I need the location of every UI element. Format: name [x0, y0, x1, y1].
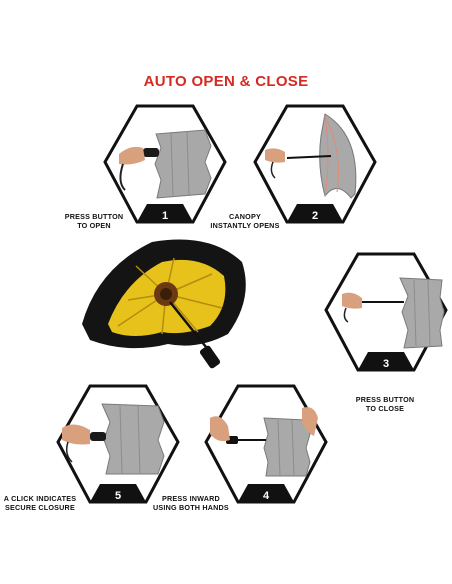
caption-line: CANOPY	[229, 212, 261, 221]
hand-icon	[119, 146, 145, 165]
step-badge-3: 3	[358, 352, 414, 370]
caption-line: PRESS BUTTON	[64, 212, 124, 221]
wrist-strap	[65, 441, 73, 463]
step-2-caption: CANOPY INSTANTLY OPENS	[200, 212, 290, 230]
caption-line: TO CLOSE	[365, 404, 405, 413]
step-1-caption: PRESS BUTTON TO OPEN	[54, 212, 134, 230]
step-4-caption: PRESS INWARD USING BOTH HANDS	[146, 494, 236, 512]
step-2-panel: 2	[253, 104, 377, 224]
step-1-panel: 1	[103, 104, 227, 224]
step-badge-1: 1	[137, 204, 193, 222]
caption-line: INSTANTLY OPENS	[210, 221, 280, 230]
folded-umbrella-icon	[90, 403, 165, 475]
step-badge-2: 2	[287, 204, 343, 222]
step-5-caption: A CLICK INDICATES SECURE CLOSURE	[0, 494, 80, 512]
wrist-strap	[270, 161, 276, 179]
folded-umbrella-icon	[356, 277, 445, 349]
step-badge-5: 5	[90, 484, 146, 502]
step-3-caption: PRESS BUTTON TO CLOSE	[340, 395, 430, 413]
folded-umbrella-icon	[143, 129, 212, 199]
caption-line: PRESS BUTTON	[355, 395, 415, 404]
open-daisy-umbrella	[82, 239, 246, 369]
wrist-strap	[343, 307, 349, 323]
page-title: AUTO OPEN & CLOSE	[143, 73, 309, 90]
hand-icon	[62, 424, 90, 445]
step-5-panel: 5	[56, 384, 180, 504]
caption-line: SECURE CLOSURE	[5, 503, 75, 512]
hand-icon	[265, 148, 285, 163]
step-number: 5	[115, 490, 121, 502]
step-number: 3	[383, 358, 389, 370]
hand-icon	[342, 292, 362, 309]
step-number: 2	[312, 210, 318, 222]
caption-line: PRESS INWARD	[162, 494, 220, 503]
daisy-umbrella-icon	[82, 239, 246, 369]
step-number: 4	[263, 490, 270, 502]
caption-line: TO OPEN	[77, 221, 111, 230]
step-number: 1	[162, 210, 168, 222]
step-3-panel: 3	[324, 252, 448, 372]
caption-line: USING BOTH HANDS	[153, 503, 229, 512]
umbrella-icon	[286, 113, 357, 199]
step-badge-4: 4	[238, 484, 294, 502]
hand-icon	[302, 407, 318, 436]
step-4-panel: 4	[204, 384, 328, 504]
caption-line: A CLICK INDICATES	[3, 494, 77, 503]
wrist-strap	[119, 163, 126, 191]
hand-icon	[210, 416, 230, 442]
